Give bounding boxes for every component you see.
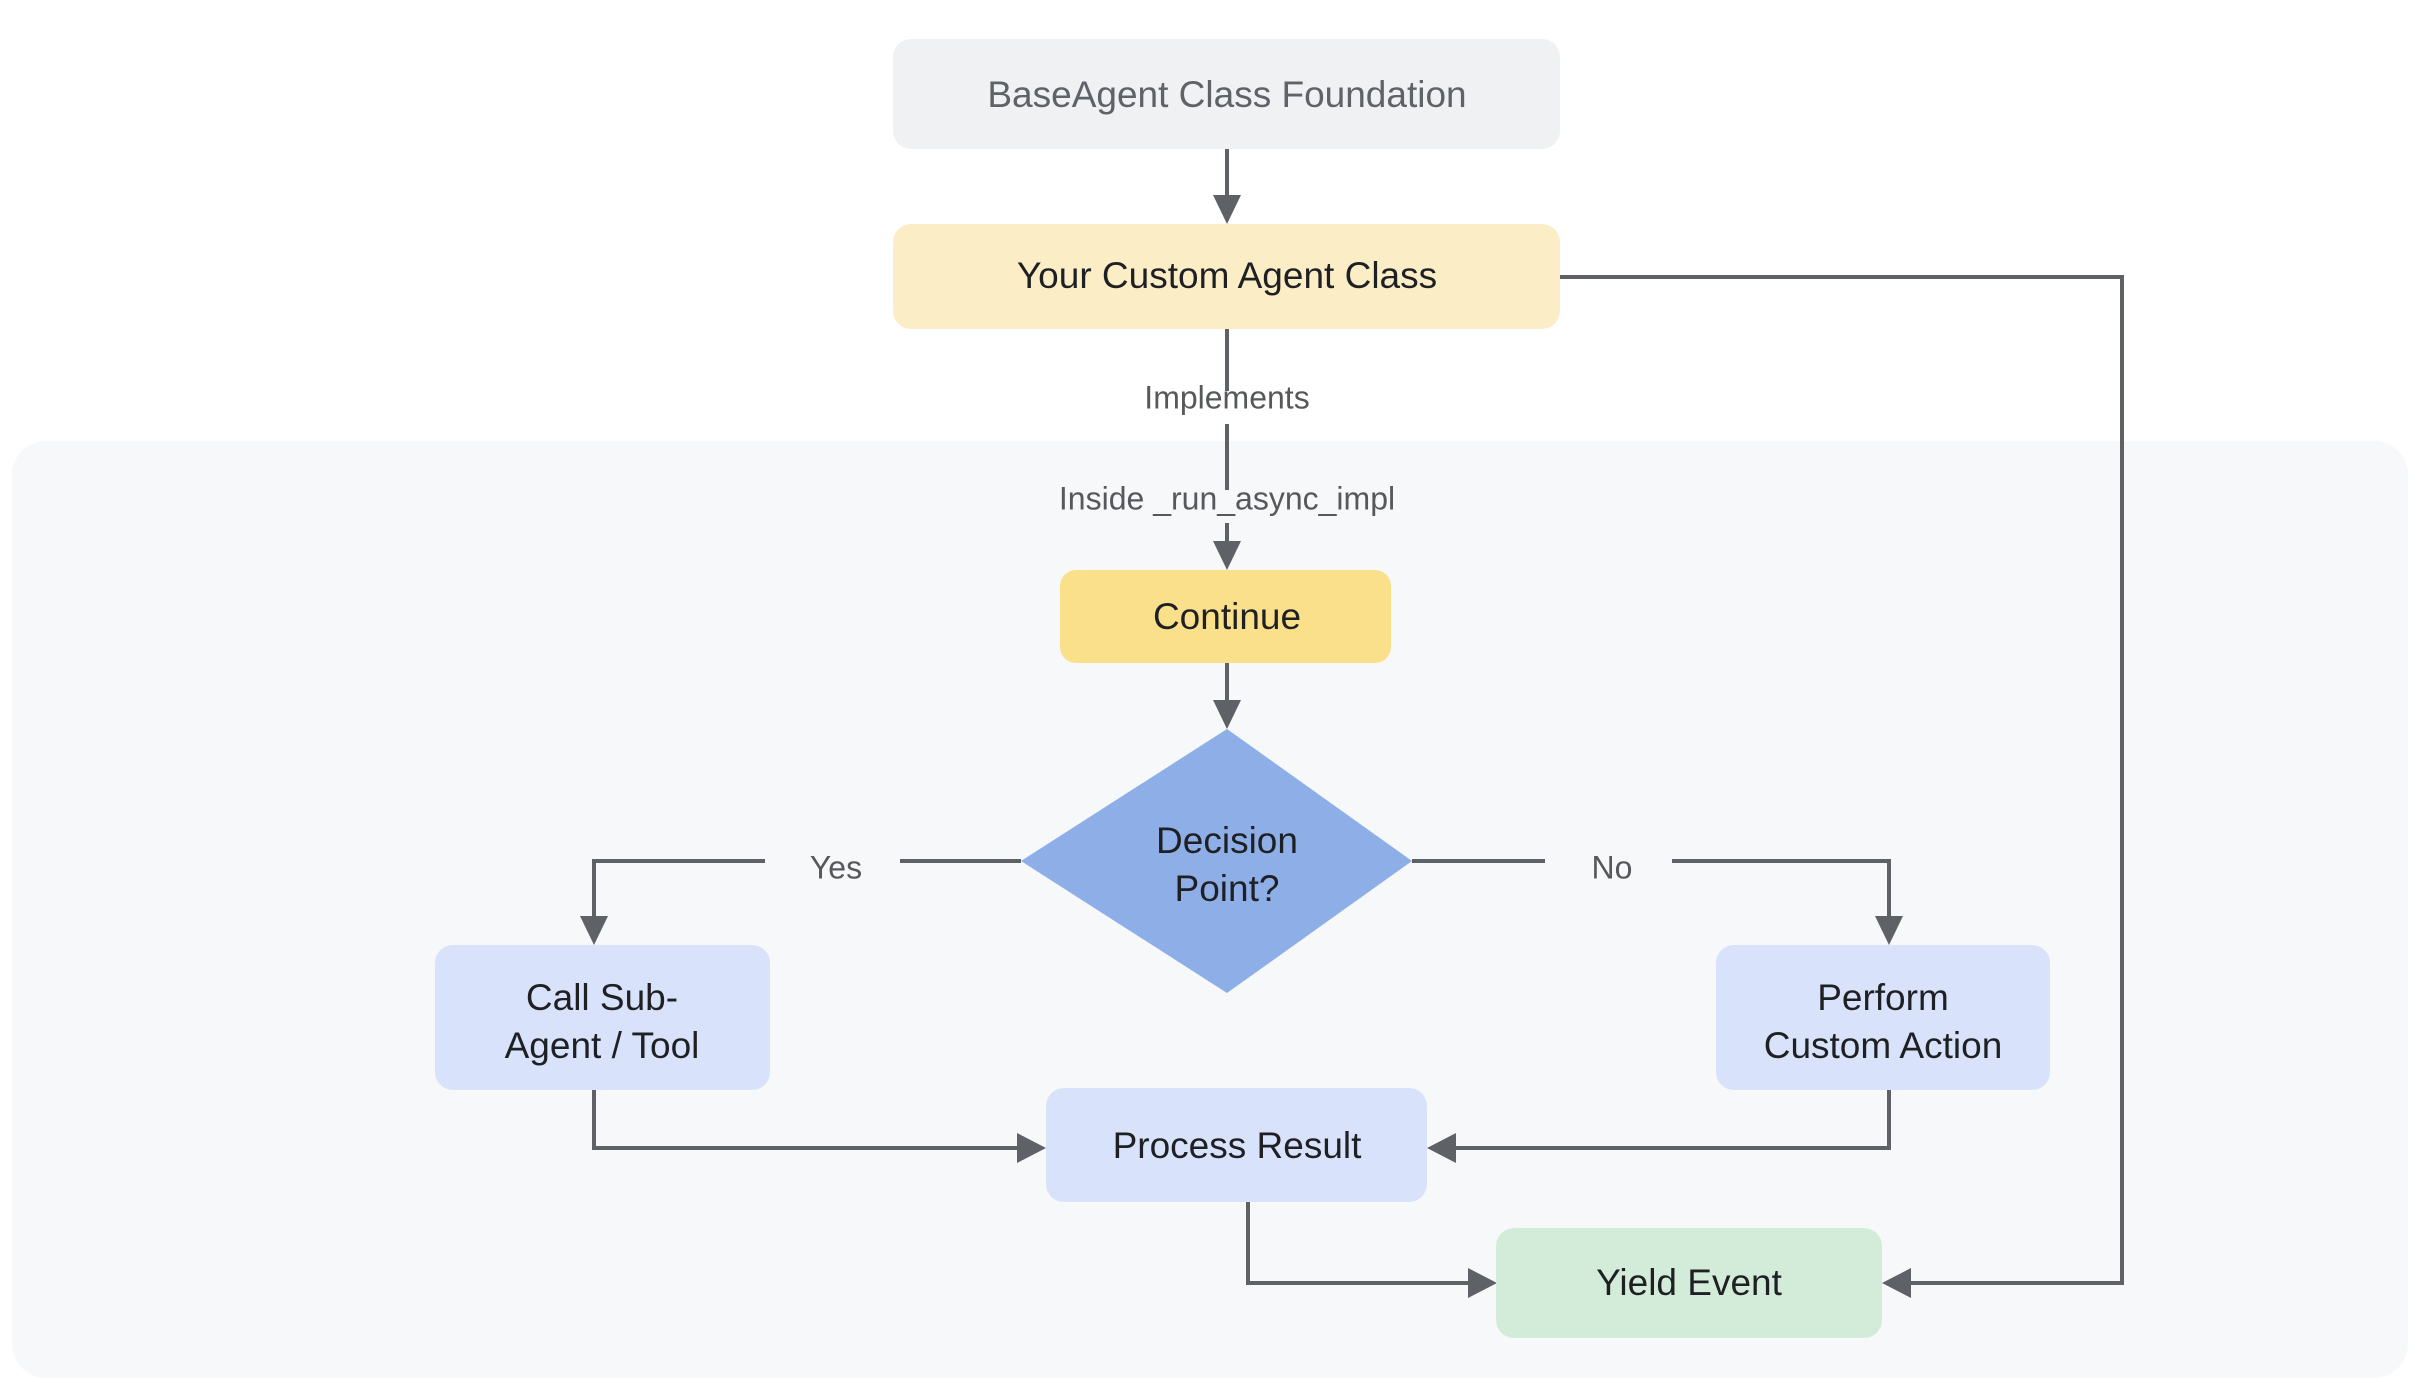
node-base-agent-shape[interactable] xyxy=(893,39,1560,149)
node-custom-agent-shape[interactable] xyxy=(893,224,1560,329)
arrowhead-icon xyxy=(1213,195,1241,224)
node-call-sub-agent-tool[interactable]: Call Sub- Agent / Tool xyxy=(435,945,770,1090)
edge-process-result-to-yield-event xyxy=(1246,1202,1497,1298)
node-your-custom-agent-class[interactable]: Your Custom Agent Class xyxy=(893,224,1560,329)
arrowhead-icon xyxy=(1468,1268,1497,1298)
arrowhead-icon xyxy=(1017,1133,1046,1163)
node-perform-custom-action-label-line2: Custom Action xyxy=(1764,1025,2003,1066)
arrowhead-icon xyxy=(1213,541,1241,570)
node-perform-custom-action[interactable]: Perform Custom Action xyxy=(1716,945,2050,1090)
node-continue-shape[interactable] xyxy=(1060,570,1391,663)
node-yield-event[interactable]: Yield Event xyxy=(1496,1228,1882,1338)
edge-perform-custom-action-to-process-result xyxy=(1427,1090,1891,1163)
node-decision-shape[interactable] xyxy=(1021,729,1412,993)
node-perform-custom-action-shape[interactable] xyxy=(1716,945,2050,1090)
arrowhead-icon xyxy=(580,916,608,945)
edge-label-inside-run-async-impl: Inside _run_async_impl xyxy=(1059,480,1395,516)
node-call-sub-agent-label-line2: Agent / Tool xyxy=(505,1025,700,1066)
node-process-result[interactable]: Process Result xyxy=(1046,1088,1427,1202)
edge-custom-agent-to-continue xyxy=(1213,329,1241,570)
arrowhead-icon xyxy=(1427,1133,1456,1163)
arrowhead-icon xyxy=(1875,916,1903,945)
node-decision-label-line1: Decision xyxy=(1156,820,1298,861)
node-decision-point[interactable]: Decision Point? xyxy=(1021,729,1412,993)
node-continue-label: Continue xyxy=(1153,596,1301,637)
node-base-agent-class-foundation[interactable]: BaseAgent Class Foundation xyxy=(893,39,1560,149)
node-process-result-label: Process Result xyxy=(1113,1125,1363,1166)
node-call-sub-agent-shape[interactable] xyxy=(435,945,770,1090)
node-yield-event-label: Yield Event xyxy=(1596,1262,1783,1303)
edge-call-sub-agent-to-process-result xyxy=(592,1090,1046,1163)
edge-custom-agent-to-yield-event xyxy=(1560,275,2124,1298)
node-decision-label-line2: Point? xyxy=(1175,868,1280,909)
node-perform-custom-action-label-line1: Perform xyxy=(1817,977,1949,1018)
node-yield-event-shape[interactable] xyxy=(1496,1228,1882,1338)
edge-base-agent-to-custom-agent xyxy=(1213,149,1241,224)
arrowhead-icon xyxy=(1213,700,1241,729)
arrowhead-icon xyxy=(1882,1268,1911,1298)
edge-label-no: No xyxy=(1592,849,1633,885)
node-call-sub-agent-label-line1: Call Sub- xyxy=(526,977,678,1018)
edge-label-yes: Yes xyxy=(810,849,862,885)
edge-decision-to-call-sub-agent xyxy=(580,859,1021,945)
node-base-agent-label: BaseAgent Class Foundation xyxy=(987,74,1466,115)
edge-continue-to-decision xyxy=(1213,663,1241,729)
node-continue[interactable]: Continue xyxy=(1060,570,1391,663)
node-custom-agent-label: Your Custom Agent Class xyxy=(1017,255,1437,296)
node-process-result-shape[interactable] xyxy=(1046,1088,1427,1202)
edge-decision-to-perform-custom-action xyxy=(1412,859,1903,945)
edge-label-implements: Implements xyxy=(1144,379,1309,415)
